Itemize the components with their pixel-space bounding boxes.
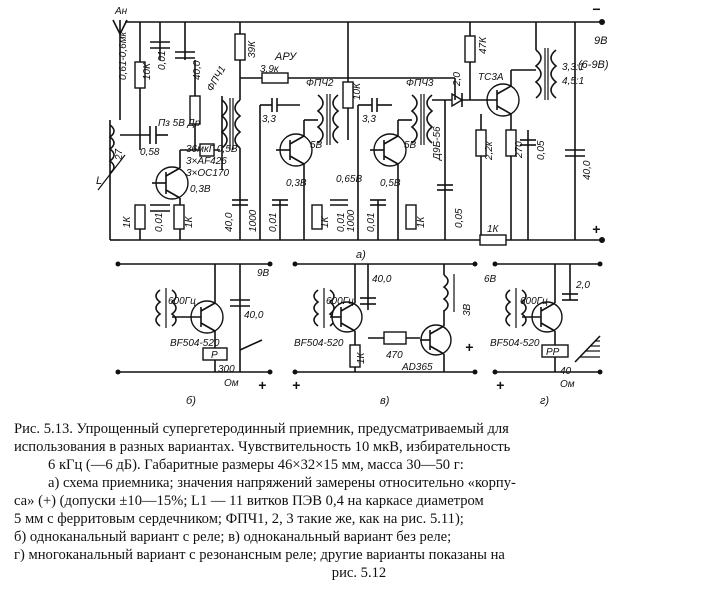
fpch1-label: ФПЧ1 — [205, 64, 228, 93]
cap-40-right-label: 40,0 — [582, 160, 593, 180]
cap-005-b-label: 0,05 — [454, 208, 465, 228]
variant-g-transistor: BF504-520 — [490, 338, 540, 349]
agc-label: АРУ — [274, 51, 297, 63]
variant-v-plus: + — [292, 377, 300, 393]
diode-label: Д9Б-56 — [432, 126, 443, 161]
ratio-2-label: 4,5:1 — [562, 76, 584, 87]
cap-2-label: 2,0 — [452, 72, 463, 87]
variant-b-part-label: б) — [186, 395, 196, 407]
resistor-1k-c-label: 1К — [320, 215, 331, 228]
variant-g-ohm-value: 40 — [560, 366, 572, 377]
variant-g-circuit: 600Гц BF504-520 6В 2,0 РР 40 Ом + г) — [484, 261, 603, 407]
variant-g-ohm-unit: Ом — [560, 379, 575, 390]
variant-v-resistor-1k: 1К — [356, 351, 367, 364]
cap-33-a-label: 3,3 — [262, 114, 276, 125]
ratio-1-label: 3,3:1 — [562, 62, 584, 73]
variant-b-ohm-unit: Ом — [224, 378, 239, 389]
part-a-label: а) — [356, 249, 366, 261]
receiver-schematic: Ан − 9В (6-9В) АРУ 0,61-0,6мк 10К 0,01 4… — [96, 1, 609, 407]
variant-g-relay: РР — [546, 347, 560, 358]
caption-line: использования в разных вариантах. Чувств… — [14, 439, 511, 455]
supply-range-label: (6-9В) — [578, 59, 609, 71]
variant-b-cap: 40,0 — [244, 310, 264, 321]
cap-058-label: 0,58 — [140, 147, 160, 158]
minus-sign: − — [592, 1, 600, 17]
caption-line: са» (+) (допуски ±10—15%; L1 — 11 витков… — [14, 493, 484, 509]
variant-v-part-label: в) — [380, 395, 390, 407]
cap-400-label: 40,0 — [224, 212, 235, 232]
resistor-1k-d-label: 1К — [416, 215, 427, 228]
voltage-5b-b-label: 5В — [404, 140, 417, 151]
voltage-03-label: 0,3В — [190, 184, 211, 195]
variant-b-freq: 600Гц — [168, 296, 196, 307]
plus-sign-main: + — [592, 221, 600, 237]
resistor-10k-b-label: 10К — [352, 82, 363, 100]
cap-001-b-label: 0,01 — [268, 213, 279, 232]
resistor-270-label: 270 — [514, 141, 525, 159]
voltage-03b-label: 0,3В — [286, 178, 307, 189]
voltage-05-label: 0,5В — [380, 178, 401, 189]
choke-36-label: 36мкГ 0,5В — [186, 144, 238, 155]
variant-v-resistor-470: 470 — [386, 350, 403, 361]
variant-b-relay: Р — [211, 350, 218, 361]
antenna-label: Ан — [114, 6, 128, 17]
main-circuit-labels: Ан − 9В (6-9В) АРУ 0,61-0,6мк 10К 0,01 4… — [96, 1, 609, 261]
variant-g-supply: 6В — [484, 274, 497, 285]
caption-line: г) многоканальный вариант с резонансным … — [14, 547, 505, 563]
resistor-10k-a-label: 10К — [142, 62, 153, 80]
cap-001-c-label: 0,01 — [336, 213, 347, 232]
variant-v-freq: 600Гц — [326, 296, 354, 307]
supply-label: 9В — [594, 35, 607, 47]
caption-line: рис. 5.12 — [331, 565, 387, 581]
resistor-1k-bottom-label: 1К — [487, 224, 500, 235]
choke-label: Пз 5В Др — [158, 118, 201, 129]
caption-line: Рис. 5.13. Упрощенный супергетеродинный … — [14, 421, 509, 437]
main-circuit — [97, 19, 605, 246]
variant-g-part-label: г) — [540, 395, 549, 407]
variant-v-load: 3В — [462, 303, 473, 316]
variant-v-circuit: 600Гц BF504-520 40,0 470 1К AD365 3В + +… — [292, 261, 478, 407]
variant-v-transistor: BF504-520 — [294, 338, 344, 349]
voltage-5b-a-label: 5В — [310, 140, 323, 151]
cap-001-d-label: 0,01 — [366, 213, 377, 232]
caption-line: б) одноканальный вариант с реле; в) одно… — [14, 529, 452, 545]
resistor-47k-label: 47К — [478, 36, 489, 54]
voltage-065-label: 0,65В — [336, 174, 362, 185]
cap-005-label: 0,05 — [536, 140, 547, 160]
resistor-1k-a-label: 1К — [122, 215, 133, 228]
cap-33-b-label: 3,3 — [362, 114, 376, 125]
resistor-3-9k-label: 3,9к — [260, 64, 280, 75]
oc170-label: 3×OC170 — [186, 168, 230, 179]
variant-g-freq: 600Гц — [520, 296, 548, 307]
resistor-22k-label: 2,2к — [484, 140, 495, 161]
cap-40-top-label: 40,0 — [192, 60, 203, 80]
variant-g-plus: + — [496, 377, 504, 393]
caption-line: а) схема приемника; значения напряжений … — [48, 475, 516, 491]
cap-001-a-label: 0,01 — [154, 213, 165, 232]
coil-l-label: L — [96, 175, 102, 187]
resistor-1k-b-label: 1К — [184, 215, 195, 228]
fpch3-label: ФПЧ3 — [406, 78, 434, 89]
cap-001-top-label: 0,01 — [157, 51, 168, 70]
fpch2-label: ФПЧ2 — [306, 78, 334, 89]
variant-b-supply: 9В — [257, 268, 270, 279]
variant-v-power-transistor: AD365 — [401, 362, 433, 373]
figure-caption: Рис. 5.13. Упрощенный супергетеродинный … — [14, 420, 704, 582]
variant-v-cap: 40,0 — [372, 274, 392, 285]
variant-b-transistor: BF504-520 — [170, 338, 220, 349]
caption-line: 6 кГц (—6 дБ). Габаритные размеры 46×32×… — [48, 457, 464, 473]
cap-061-label: 0,61-0,6мк — [118, 30, 129, 80]
cap-1000-b-label: 1000 — [346, 209, 357, 232]
caption-line: 5 мм с ферритовым сердечником; ФПЧ1, 2, … — [14, 511, 464, 527]
variant-b-circuit: 600Гц BF504-520 9В 40,0 Р 300 Ом + б) — [115, 261, 273, 407]
ts3a-label: ТС3А — [478, 72, 504, 83]
cap-1000-a-label: 1000 — [248, 209, 259, 232]
variant-v-plus-right: + — [465, 339, 473, 355]
af426-label: 3×AF426 — [186, 156, 227, 167]
variant-b-plus: + — [258, 377, 266, 393]
cap-27-label: 27 — [114, 148, 125, 161]
resistor-39k-label: 39К — [247, 40, 258, 58]
variant-b-ohm-value: 300 — [218, 364, 235, 375]
variant-g-cap: 2,0 — [575, 280, 590, 291]
